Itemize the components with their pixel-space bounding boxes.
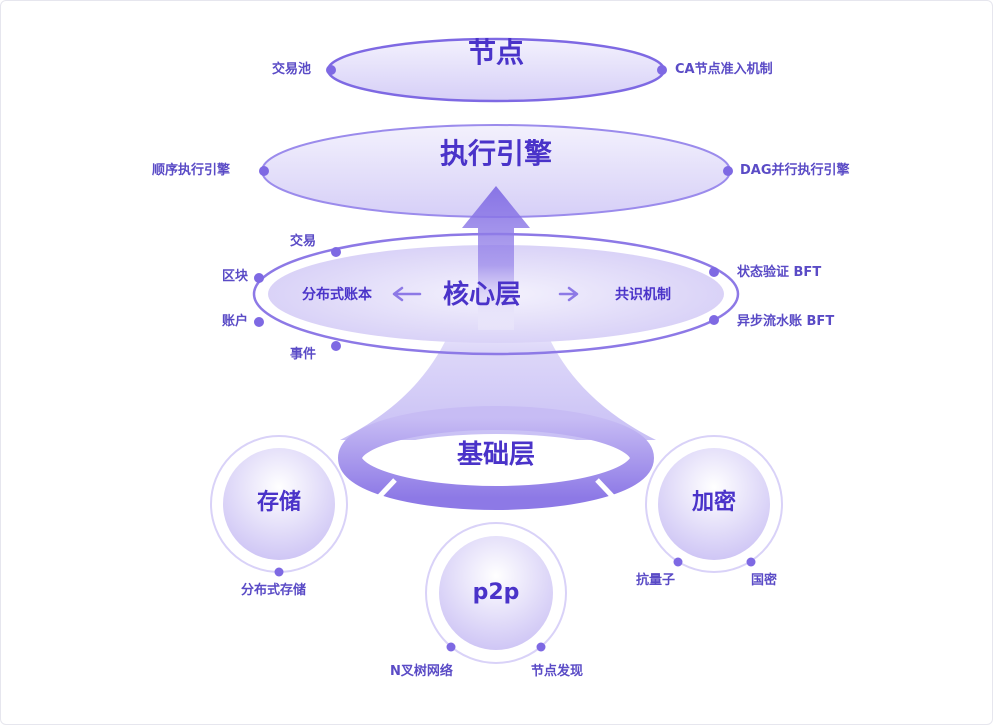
base-ring [338,406,654,510]
storage-dot [274,567,284,577]
core-dot-r1 [709,267,719,277]
txpool-label: 交易池 [272,62,312,77]
core-label-block: 区块 [222,269,249,284]
p2p-dot-2 [536,642,546,652]
sequential-engine-label: 顺序执行引擎 [152,163,231,178]
core-dot-l2 [254,273,264,283]
base-ring-gap-l [376,478,397,500]
base-ring-gap-r [595,478,616,500]
p2p-dot-1 [446,642,456,652]
crypto-circle [658,448,770,560]
crypto-outer [645,435,783,573]
core-dot-l4 [331,341,341,351]
guomi-label: 国密 [751,573,778,588]
crypto-dot-2 [746,557,756,567]
core-title: 核心层 [442,280,522,310]
core-dot-r2 [709,315,719,325]
storage-title: 存储 [256,490,302,515]
core-dot-l3 [254,317,264,327]
core-label-async-bft: 异步流水账 BFT [737,314,835,329]
ntree-network-label: N叉树网络 [390,664,453,679]
core-label-transaction: 交易 [290,234,317,249]
storage-circle [223,448,335,560]
right-arrow [558,286,579,302]
crypto-dot-1 [673,557,683,567]
core-label-state-bft: 状态验证 BFT [737,265,822,280]
p2p-outer [425,522,567,664]
post-quantum-label: 抗量子 [636,573,676,588]
p2p-circle [439,536,553,650]
up-arrow [462,186,530,330]
execution-title: 执行引擎 [439,137,553,170]
ledger-label: 分布式账本 [302,287,372,303]
crypto-title: 加密 [691,490,737,515]
ca-admission-label: CA节点准入机制 [675,62,773,77]
node-discovery-label: 节点发现 [531,664,584,679]
dag-engine-label: DAG并行执行引擎 [740,163,850,178]
core-label-account: 账户 [222,314,249,329]
node-left-dot [326,65,336,75]
left-arrow [392,286,422,302]
core-dot-l1 [331,247,341,257]
node-title: 节点 [467,36,525,69]
exec-right-dot [723,166,733,176]
node-right-dot [657,65,667,75]
beam-shape [340,260,656,440]
exec-left-dot [259,166,269,176]
distributed-storage-label: 分布式存储 [241,583,307,598]
p2p-title: p2p [472,580,520,605]
base-inner [374,434,618,482]
core-label-event: 事件 [290,347,317,362]
base-title: 基础层 [456,440,536,470]
consensus-label: 共识机制 [615,287,671,303]
